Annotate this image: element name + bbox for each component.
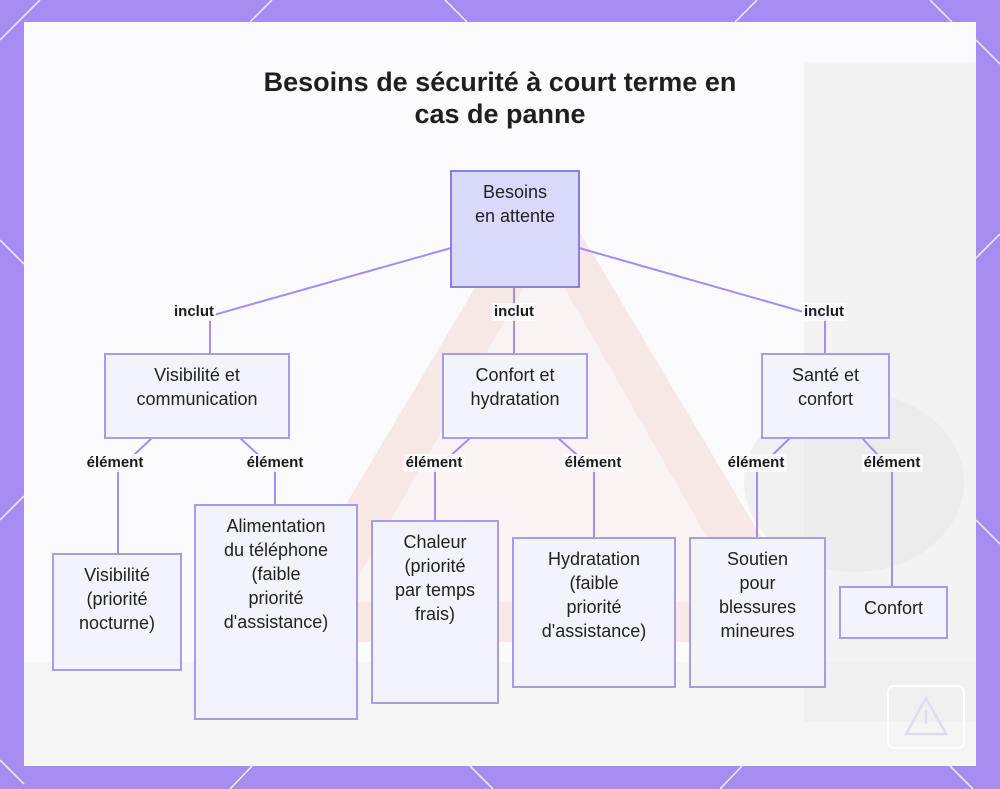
edge-label-element: élément — [726, 454, 787, 472]
node-line: hydratation — [470, 387, 559, 411]
category-health-comfort: Santé et confort — [761, 353, 890, 439]
node-line: d'assistance) — [224, 610, 328, 634]
node-line: (priorité — [86, 587, 147, 611]
item-minor-injury-support: Soutien pour blessures mineures — [689, 537, 826, 688]
item-phone-power: Alimentation du téléphone (faible priori… — [194, 504, 358, 720]
node-line: blessures — [719, 595, 796, 619]
node-line: frais) — [415, 602, 455, 626]
item-visibility-night: Visibilité (priorité nocturne) — [52, 553, 182, 671]
node-line: priorité — [248, 586, 303, 610]
edge-label-element: élément — [563, 454, 624, 472]
node-line: Besoins — [483, 180, 547, 204]
node-line: nocturne) — [79, 611, 155, 635]
root-node: Besoins en attente — [450, 170, 580, 288]
node-line: Confort et — [475, 363, 554, 387]
edge-health-to-item5 — [757, 438, 790, 538]
category-comfort-hydration: Confort et hydratation — [442, 353, 588, 439]
node-line: (faible — [569, 571, 618, 595]
item-hydration: Hydratation (faible priorité d'assistanc… — [512, 537, 676, 688]
node-line: priorité — [566, 595, 621, 619]
edge-label-element: élément — [85, 454, 146, 472]
node-line: (priorité — [404, 554, 465, 578]
node-line: communication — [136, 387, 257, 411]
category-visibility-communication: Visibilité et communication — [104, 353, 290, 439]
warning-triangle-logo-icon — [884, 682, 968, 752]
edge-comfort-to-item3 — [435, 438, 470, 521]
node-line: Chaleur — [403, 530, 466, 554]
item-comfort: Confort — [839, 586, 948, 639]
node-line: Alimentation — [226, 514, 325, 538]
edge-label-element: élément — [245, 454, 306, 472]
edge-label-includes: inclut — [492, 303, 536, 321]
node-line: Soutien — [727, 547, 788, 571]
node-line: mineures — [720, 619, 794, 643]
node-line: du téléphone — [224, 538, 328, 562]
node-line: confort — [798, 387, 853, 411]
node-line: en attente — [475, 204, 555, 228]
node-line: (faible — [251, 562, 300, 586]
edge-label-element: élément — [862, 454, 923, 472]
node-line: pour — [739, 571, 775, 595]
diagram-card: Besoins de sécurité à court terme en cas… — [24, 22, 976, 766]
node-line: d'assistance) — [542, 619, 646, 643]
node-line: Confort — [864, 596, 923, 620]
node-line: Visibilité — [84, 563, 150, 587]
edge-root-to-health — [579, 248, 825, 354]
edge-label-includes: inclut — [172, 303, 216, 321]
node-line: par temps — [395, 578, 475, 602]
edge-comfort-to-item4 — [558, 438, 594, 538]
node-line: Santé et — [792, 363, 859, 387]
edge-root-to-visibility — [210, 248, 451, 354]
item-warmth: Chaleur (priorité par temps frais) — [371, 520, 499, 704]
edge-label-element: élément — [404, 454, 465, 472]
node-line: Hydratation — [548, 547, 640, 571]
edge-label-includes: inclut — [802, 303, 846, 321]
node-line: Visibilité et — [154, 363, 240, 387]
